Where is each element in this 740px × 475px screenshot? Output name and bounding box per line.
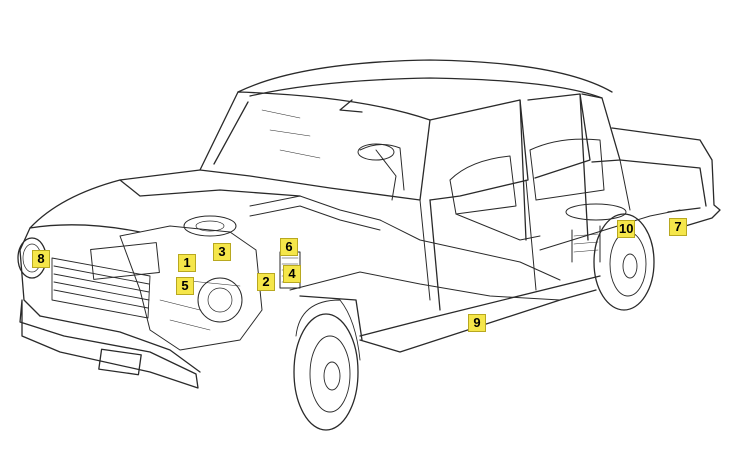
front-body bbox=[19, 169, 301, 373]
engine-block bbox=[90, 215, 263, 351]
callout-5: 5 bbox=[176, 277, 194, 295]
body-sill bbox=[299, 199, 601, 353]
grille bbox=[51, 257, 151, 319]
callout-6: 6 bbox=[280, 238, 298, 256]
front-wheel bbox=[293, 299, 361, 431]
callout-2: 2 bbox=[257, 273, 275, 291]
driveline bbox=[249, 143, 561, 301]
roof-outline bbox=[237, 59, 613, 99]
callout-4: 4 bbox=[283, 265, 301, 283]
callout-10: 10 bbox=[617, 220, 636, 238]
rear-suspension bbox=[539, 203, 681, 263]
door-lines bbox=[419, 159, 631, 301]
callout-7: 7 bbox=[669, 218, 687, 236]
rear-wheel bbox=[593, 213, 655, 311]
windshield bbox=[199, 91, 431, 201]
seats bbox=[359, 138, 605, 241]
side-windows bbox=[429, 93, 621, 241]
front-bumper bbox=[19, 299, 199, 389]
callout-1: 1 bbox=[178, 254, 196, 272]
callout-8: 8 bbox=[32, 250, 50, 268]
callout-3: 3 bbox=[213, 243, 231, 261]
callout-9: 9 bbox=[468, 314, 486, 332]
